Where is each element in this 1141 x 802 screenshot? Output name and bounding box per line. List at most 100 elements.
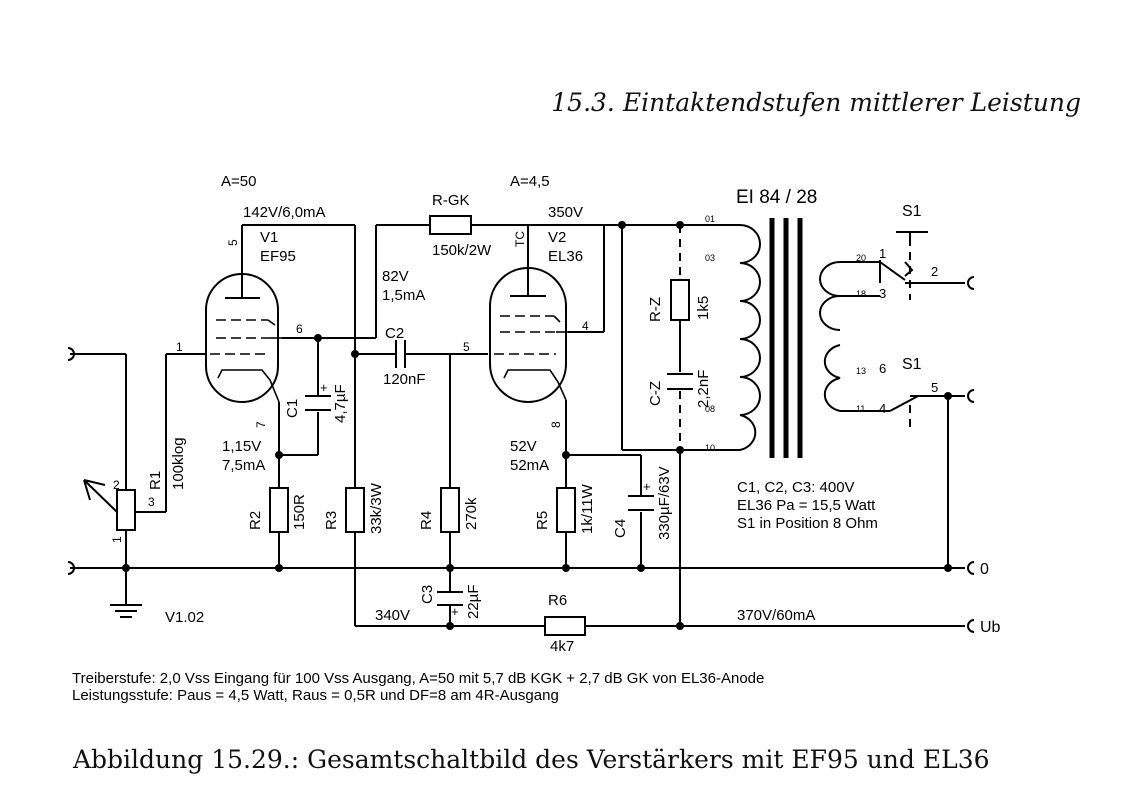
v2-anode-voltage: 350V [548,204,583,221]
supply-label: Ub [980,619,1001,636]
b-plus-mid: 340V [375,607,410,624]
c1-ref: C1 [284,399,301,418]
input-terminal [67,347,75,361]
supply-terminal [967,619,975,633]
v2-cathode-current: 52mA [510,457,549,474]
v1-cathode-current: 7,5mA [222,457,265,474]
v2-pin-k: 8 [549,421,563,428]
r1-pin1: 1 [110,536,124,543]
r4-ref: R4 [418,511,435,530]
switch-ref-bottom: S1 [902,356,922,373]
cz-value: 2,2nF [695,370,712,408]
tube-v2 [489,267,568,403]
output-terminal-2 [967,389,975,403]
ground-terminal [967,561,975,575]
v2-cathode-voltage: 52V [510,438,537,455]
transformer-pin-01: 01 [705,214,715,224]
spec-line-1: C1, C2, C3: 400V [737,479,855,496]
gain-v2: A=4,5 [510,173,550,190]
note-line-1: Treiberstufe: 2,0 Vss Eingang für 100 Vs… [72,670,764,687]
r6-ref: R6 [548,592,567,609]
switch-contact-5: 5 [931,380,938,395]
version-label: V1.02 [165,609,204,626]
v2-type: EL36 [548,248,583,265]
v2-pin-g1: 5 [463,340,470,354]
v2-tc-pin: TC [513,231,527,247]
resistor-r2 [269,487,289,533]
c4-value: 330µF/63V [656,466,673,540]
transformer-pin-11: 11 [856,404,865,414]
output-transformer [739,218,880,458]
switch-ref-top: S1 [902,203,922,220]
capacitor-c4 [628,495,654,511]
resistor-r1-pot [83,479,136,531]
resistor-r6 [544,616,586,636]
r6-value: 4k7 [550,638,574,655]
labels: A=50 A=4,5 142V/6,0mA R-GK 150k/2W 350V … [72,173,1001,704]
v1-pin-g2: 6 [296,322,303,336]
v1-anode-voltage: 142V/6,0mA [243,204,326,221]
gain-v1: A=50 [221,173,256,190]
switch-contact-1: 1 [879,246,886,261]
r4-value: 270k [463,497,480,530]
figure-caption: Abbildung 15.29.: Gesamtschaltbild des V… [73,745,990,774]
r1-value: 100klog [170,437,187,490]
transformer-pin-13: 13 [856,366,866,376]
resistor-rgk [429,215,472,235]
c3-value: 22µF [465,585,482,620]
cz-ref: C-Z [647,381,664,406]
v1-screen-current: 1,5mA [382,287,425,304]
capacitor-c2 [395,340,406,368]
switch-contact-4: 4 [879,401,886,416]
resistor-r4 [440,487,460,533]
capacitor-c1 [305,395,331,411]
tube-v1 [205,273,282,403]
c3-plus: + [451,604,459,619]
v1-pin-anode: 5 [226,239,240,246]
transformer-pin-18: 18 [856,289,866,299]
c4-ref: C4 [612,519,629,538]
c1-plus: + [320,380,328,395]
v2-pin-g2: 4 [582,319,589,333]
transformer-pin-03: 03 [705,253,715,263]
resistor-r3 [345,487,365,533]
junctions [122,221,952,630]
c2-value: 120nF [383,371,426,388]
c4-plus: + [643,479,651,494]
capacitor-c3 [437,591,463,606]
note-line-2: Leistungsstufe: Paus = 4,5 Watt, Raus = … [72,687,559,704]
spec-line-3: S1 in Position 8 Ohm [737,515,878,532]
r3-ref: R3 [323,511,340,530]
wires [70,224,965,627]
switch-s1 [879,261,919,412]
c2-ref: C2 [385,325,404,342]
rgk-value: 150k/2W [432,242,492,259]
resistor-r5 [556,487,576,533]
v1-pin-g1: 1 [176,340,183,354]
switch-contact-3: 3 [879,286,886,301]
r5-ref: R5 [534,511,551,530]
v1-pin-k: 7 [254,421,268,428]
spec-line-2: EL36 Pa = 15,5 Watt [737,497,876,514]
switch-contact-6: 6 [879,361,886,376]
rz-value: 1k5 [695,296,712,320]
v1-cathode-voltage: 1,15V [222,438,261,455]
capacitor-cz [667,373,693,390]
c1-value: 4,7µF [332,384,349,423]
rgk-ref: R-GK [432,192,470,209]
r3-value: 33k/3W [368,482,385,534]
r1-pin3: 3 [148,495,155,509]
ground-symbol [110,604,142,618]
output-terminal-1 [967,276,975,290]
v2-ref: V2 [548,229,566,246]
ground-label: 0 [980,561,989,578]
c3-ref: C3 [419,585,436,604]
page-header: 15.3. Eintaktendstufen mittlerer Leistun… [551,88,1081,117]
resistor-rz [670,279,690,321]
transformer-name: EI 84 / 28 [736,187,817,208]
r2-value: 150R [291,494,308,530]
v1-type: EF95 [260,248,296,265]
transformer-pin-20: 20 [856,253,866,263]
input-ground-terminal [67,561,75,575]
